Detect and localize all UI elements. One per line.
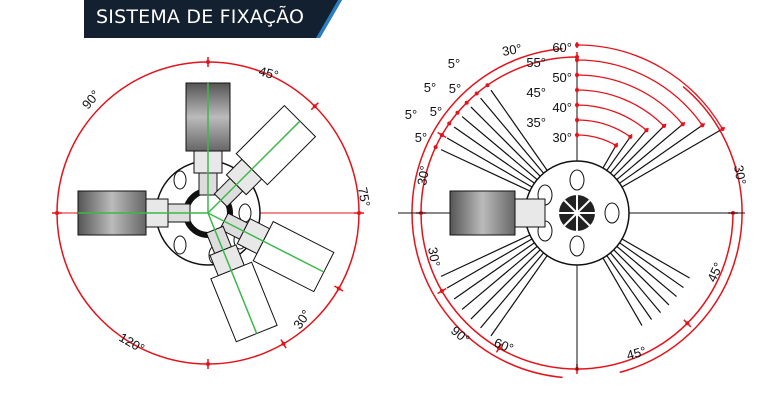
banner-shape: [84, 0, 342, 38]
dimension-point: [575, 103, 579, 107]
angle-label: 35°: [526, 115, 546, 130]
fixation-arm: [185, 82, 231, 213]
dimension-arc: [576, 104, 647, 131]
arm-collar: [514, 198, 546, 228]
angle-label: 30°: [731, 164, 749, 186]
dimension-point: [464, 100, 469, 105]
dimension-arc: [420, 212, 578, 370]
dimension-point: [206, 362, 210, 366]
hub-slot: [604, 202, 620, 224]
angle-label: 5°: [448, 56, 460, 71]
angle-label: 30°: [414, 165, 432, 187]
dimension-point: [281, 341, 286, 346]
hub-spoke: [576, 199, 591, 214]
fixation-arm: [207, 212, 335, 293]
dimension-point: [474, 91, 479, 96]
dimension-point: [575, 43, 579, 47]
angle-label: 60°: [492, 335, 516, 356]
dimension-point: [700, 123, 705, 128]
dimension-point: [661, 124, 666, 129]
angle-label: 30°: [425, 246, 443, 268]
angle-label: 30°: [290, 307, 314, 332]
dimension-point: [439, 133, 444, 137]
dimension-point: [312, 104, 317, 109]
dimension-point: [614, 143, 618, 148]
dimension-point: [575, 73, 579, 77]
dimension-arc: [576, 74, 684, 125]
angle-label: 45°: [526, 85, 546, 100]
dimension-point: [447, 121, 452, 126]
dimension-point: [575, 88, 579, 92]
hub-spoke: [576, 212, 591, 227]
dimension-point: [439, 289, 444, 293]
section-banner: SISTEMA DE FIXAÇÃO: [84, 0, 342, 38]
angle-label: 5°: [424, 80, 436, 95]
dimension-point: [497, 346, 501, 351]
dimension-point: [628, 134, 633, 139]
angle-label: 45°: [704, 260, 726, 284]
dimension-point: [433, 145, 438, 150]
dimension-point: [485, 83, 490, 88]
dimension-point: [575, 58, 579, 62]
angle-label: 50°: [552, 70, 572, 85]
angle-label: 5°: [430, 104, 442, 119]
dimension-point: [575, 118, 579, 122]
dimension-arc: [576, 44, 724, 130]
dimension-arc: [576, 119, 631, 138]
dimension-point: [206, 60, 210, 64]
dimension-point: [455, 110, 460, 115]
hub-slot: [173, 235, 187, 255]
angle-label: 30°: [501, 41, 523, 59]
dimension-point: [680, 122, 685, 127]
angle-label: 60°: [552, 40, 572, 55]
dimension-point: [575, 133, 579, 137]
dimension-arc: [619, 86, 743, 374]
hub-slot: [173, 170, 187, 190]
dimension-point: [685, 321, 690, 326]
angle-label: 55°: [526, 55, 546, 70]
angle-label: 30°: [552, 130, 572, 145]
angle-label: 45°: [625, 343, 648, 363]
hub-slot: [569, 169, 585, 191]
dimension-point: [336, 286, 341, 291]
angle-label: 75°: [355, 186, 373, 208]
section-title: SISTEMA DE FIXAÇÃO: [96, 6, 305, 28]
dimension-arc: [576, 59, 703, 126]
fixation-arm: [77, 190, 208, 236]
fixation-arm: [207, 104, 317, 214]
arm-tube: [449, 190, 516, 236]
centerline: [207, 120, 301, 214]
angle-label: 120°: [117, 330, 148, 356]
dimension-arc: [576, 134, 617, 147]
angle-label: 5°: [405, 107, 417, 122]
hub-spoke: [563, 212, 578, 227]
dimension-arc: [576, 89, 665, 127]
centerline: [207, 212, 325, 273]
fixation-arm: [205, 212, 278, 343]
left-diagram: [52, 57, 364, 369]
angle-label: 40°: [552, 100, 572, 115]
angle-label: 45°: [257, 63, 280, 83]
angle-label: 5°: [415, 130, 427, 145]
dimension-point: [644, 128, 649, 133]
dimension-point: [720, 127, 725, 131]
hub-spoke: [563, 199, 578, 214]
hub-slot: [569, 235, 585, 257]
angle-label: 5°: [449, 81, 461, 96]
fixation-arm: [449, 190, 546, 236]
right-diagram: [398, 42, 745, 379]
centerline: [207, 212, 258, 334]
